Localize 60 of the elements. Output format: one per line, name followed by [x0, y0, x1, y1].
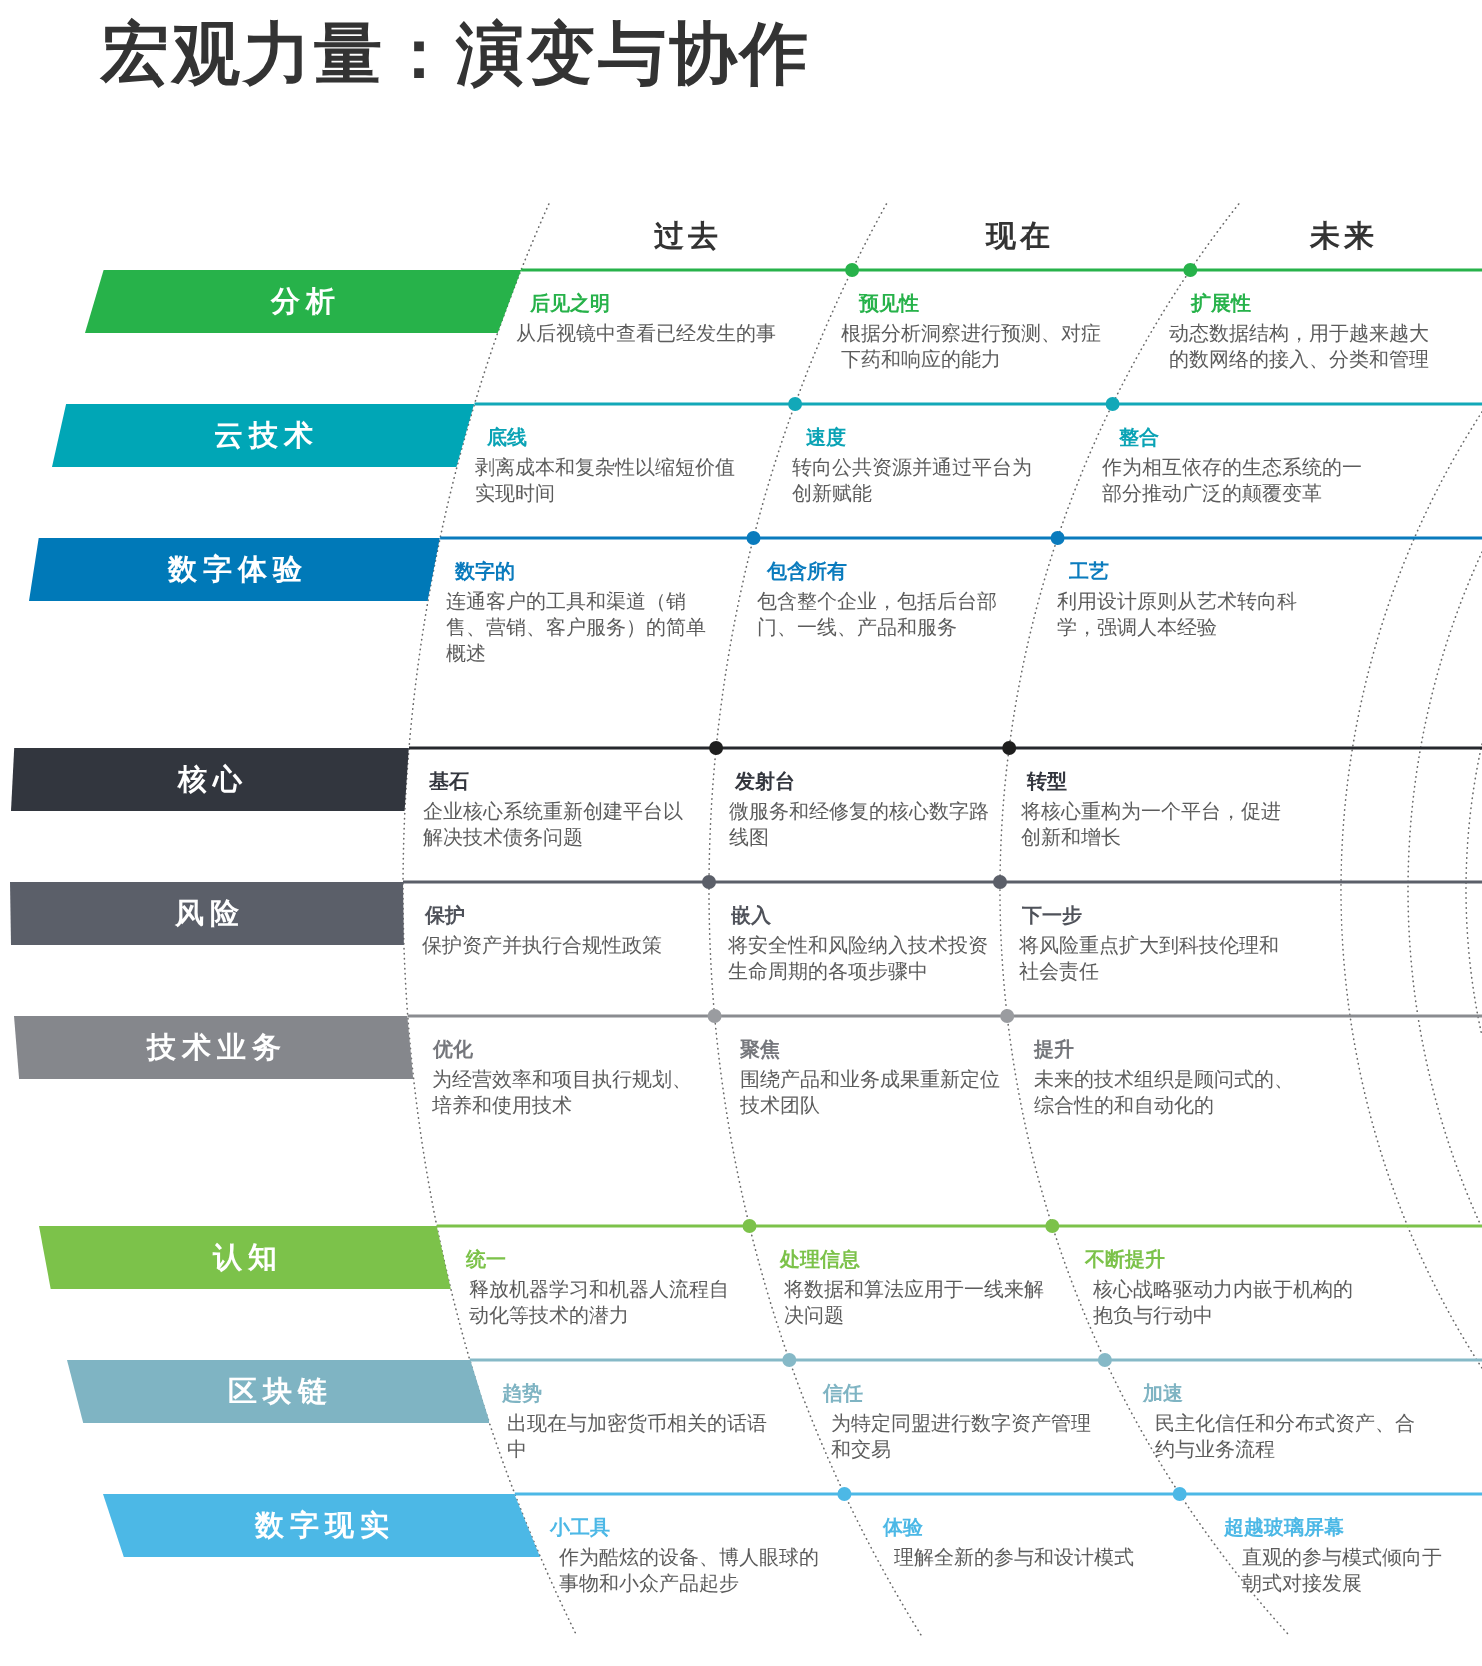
cell-heading: 速度 — [805, 425, 846, 449]
cell-heading: 提升 — [1033, 1037, 1074, 1061]
cell-text: 民主化信任和分布式资产、合约与业务流程 — [1155, 1410, 1416, 1462]
cell-text: 将数据和算法应用于一线来解决问题 — [784, 1276, 1046, 1328]
category-band: 云技术 — [52, 404, 475, 467]
category-band: 区块链 — [66, 1360, 490, 1423]
cell-text: 将核心重构为一个平台，促进创新和增长 — [1020, 798, 1282, 850]
cell-text: 利用设计原则从艺术转向科学，强调人本经验 — [1056, 588, 1298, 640]
cell-text: 围绕产品和业务成果重新定位技术团队 — [739, 1066, 1001, 1118]
cell-heading: 处理信息 — [780, 1247, 860, 1271]
cell-heading: 包含所有 — [767, 559, 848, 583]
cell-heading: 扩展性 — [1190, 291, 1251, 315]
cell-heading: 优化 — [432, 1037, 473, 1061]
cell-heading: 聚焦 — [740, 1037, 780, 1061]
cell-heading: 嵌入 — [731, 903, 772, 927]
category-band: 技术业务 — [14, 1016, 414, 1079]
cell-text: 核心战略驱动力内嵌于机构的抱负与行动中 — [1092, 1276, 1354, 1328]
cell-text: 剥离成本和复杂性以缩短价值实现时间 — [474, 454, 736, 506]
column-heading: 现在 — [986, 217, 1054, 255]
cell-text: 直观的参与模式倾向于朝式对接发展 — [1242, 1544, 1443, 1596]
cell-heading: 超越玻璃屏幕 — [1224, 1515, 1345, 1539]
cell-heading: 下一步 — [1022, 903, 1083, 927]
page-title: 宏观力量：演变与协作 — [101, 14, 811, 94]
column-heading: 过去 — [654, 217, 722, 255]
cell-text: 根据分析洞察进行预测、对症下药和响应的能力 — [841, 320, 1103, 372]
cell-heading: 工艺 — [1069, 559, 1109, 583]
cell-heading: 转型 — [1027, 769, 1068, 793]
cell-text: 包含整个企业，包括后台部门、一线、产品和服务 — [756, 588, 998, 640]
cell-text: 微服务和经修复的核心数字路线图 — [729, 798, 991, 850]
cell-text: 将风险重点扩大到科技伦理和社会责任 — [1019, 932, 1281, 984]
cell-heading: 不断提升 — [1085, 1247, 1166, 1271]
category-band: 风险 — [10, 882, 404, 945]
cell-text: 出现在与加密货币相关的话语中 — [507, 1410, 769, 1462]
cell-heading: 发射台 — [735, 769, 796, 793]
cell-text: 动态数据结构，用于越来越大的数网络的接入、分类和管理 — [1168, 320, 1430, 372]
cell-heading: 体验 — [882, 1515, 923, 1539]
category-band: 数字现实 — [103, 1494, 541, 1557]
category-band: 数字体验 — [29, 538, 441, 601]
cell-text: 为经营效率和项目执行规划、培养和使用技术 — [431, 1066, 693, 1118]
cell-text: 作为酷炫的设备、博人眼球的事物和小众产品起步 — [558, 1544, 820, 1596]
cell-text: 转向公共资源并通过平台为创新赋能 — [791, 454, 1033, 506]
cell-heading: 基石 — [428, 769, 469, 793]
category-band: 分析 — [84, 270, 522, 333]
category-band: 核心 — [11, 748, 409, 811]
cell-heading: 信任 — [823, 1381, 864, 1405]
cell-heading: 加速 — [1143, 1381, 1184, 1405]
cell-text: 将安全性和风险纳入技术投资生命周期的各项步骤中 — [728, 932, 990, 984]
cell-text: 连通客户的工具和渠道（销售、营销、客户服务）的简单概述 — [445, 588, 707, 666]
cell-text: 未来的技术组织是顾问式的、综合性的和自动化的 — [1034, 1066, 1296, 1118]
cell-text: 作为相互依存的生态系统的一部分推动广泛的颠覆变革 — [1102, 454, 1364, 506]
column-heading: 未来 — [1310, 217, 1378, 255]
cell-heading: 整合 — [1119, 425, 1160, 449]
cell-text: 释放机器学习和机器人流程自动化等技术的潜力 — [468, 1276, 730, 1328]
category-band: 认知 — [39, 1226, 451, 1289]
cell-text: 保护资产并执行合规性政策 — [421, 932, 663, 958]
cell-text: 企业核心系统重新创建平台以解决技术债务问题 — [422, 798, 684, 850]
cell-text: 为特定同盟进行数字资产管理和交易 — [831, 1410, 1093, 1462]
cell-heading: 预见性 — [858, 291, 919, 315]
cell-heading: 保护 — [425, 903, 466, 927]
cell-text: 理解全新的参与和设计模式 — [894, 1544, 1136, 1570]
